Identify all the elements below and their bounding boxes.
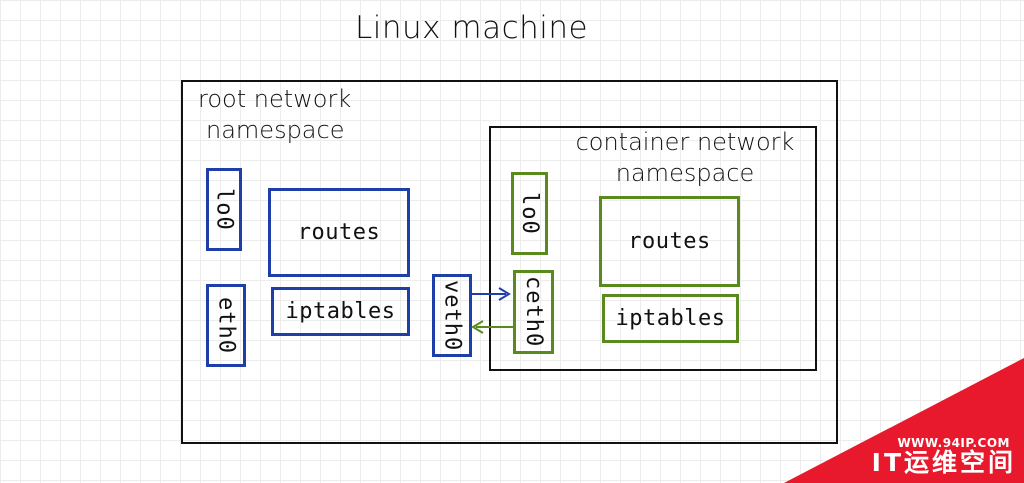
root-iptables-label: iptables — [285, 299, 396, 324]
root-lo0-box: lo0 — [206, 168, 242, 251]
ceth0-box: ceth0 — [513, 270, 554, 354]
root-namespace-label-line1: root network — [198, 85, 352, 113]
arrow-veth0-to-ceth0-head — [498, 287, 511, 301]
watermark-triangle — [784, 358, 1024, 483]
veth0-label: veth0 — [439, 279, 465, 352]
root-eth0-label: eth0 — [213, 297, 239, 354]
root-namespace-box — [181, 80, 838, 444]
ceth0-label: ceth0 — [521, 276, 546, 348]
diagram-title: Linux machine — [355, 10, 589, 46]
watermark-url: WWW.94IP.COM — [897, 436, 1010, 450]
container-namespace-label: container network namespace — [560, 127, 810, 189]
container-routes-label: routes — [628, 229, 711, 254]
container-namespace-box — [489, 126, 817, 371]
root-routes-box: routes — [268, 188, 410, 277]
arrow-ceth0-to-veth0-head — [471, 320, 484, 334]
container-lo0-box: lo0 — [511, 172, 548, 255]
container-routes-box: routes — [599, 196, 740, 287]
root-lo0-label: lo0 — [211, 188, 237, 231]
container-namespace-label-line1: container network — [575, 128, 795, 156]
veth0-box: veth0 — [432, 274, 472, 357]
container-iptables-box: iptables — [602, 294, 739, 343]
watermark-shape — [784, 358, 1024, 483]
watermark-brand: IT运维空间 — [871, 448, 1016, 477]
root-eth0-box: eth0 — [206, 284, 246, 367]
container-lo0-label: lo0 — [517, 192, 542, 235]
root-iptables-box: iptables — [271, 287, 410, 336]
container-iptables-label: iptables — [615, 306, 726, 331]
root-namespace-label-line2: namespace — [206, 116, 345, 144]
container-namespace-label-line2: namespace — [615, 159, 755, 187]
root-namespace-label: root network namespace — [198, 84, 351, 146]
root-routes-label: routes — [297, 220, 381, 245]
